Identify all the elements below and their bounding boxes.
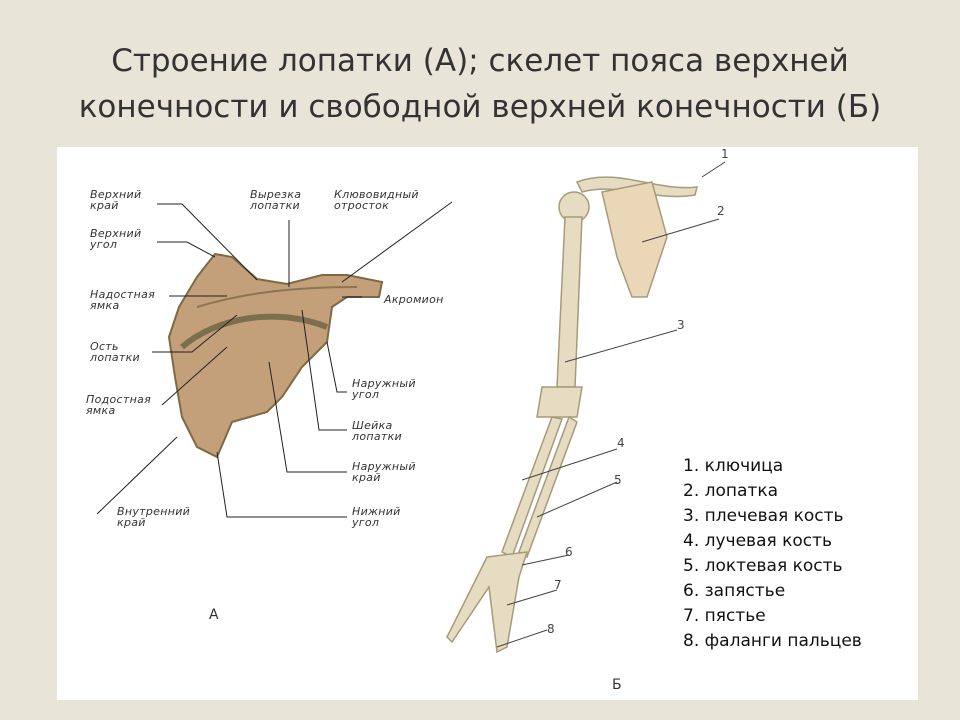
arm-number-7: 7 (554, 578, 562, 592)
hand-shape (446, 551, 529, 654)
label-scapular-notch: Вырезка лопатки (250, 188, 302, 212)
letter-b: Б (612, 677, 622, 693)
slide-title: Строение лопатки (А); скелет пояса верхн… (0, 38, 960, 130)
arm-number-3: 3 (677, 318, 685, 332)
scapula-b-shape (601, 181, 668, 298)
label-inferior-angle: Нижний угол (352, 505, 401, 529)
arm-number-8: 8 (547, 622, 555, 636)
title-line-2: конечности и свободной верхней конечност… (78, 89, 882, 125)
label-upper-border: Верхний край (90, 188, 142, 212)
label-upper-angle: Верхний угол (90, 227, 142, 251)
scapula-shape (167, 252, 384, 459)
legend-item: 1. ключица (683, 456, 784, 476)
label-acromion: Акромион (384, 293, 444, 306)
humerus-shape (556, 216, 583, 388)
legend-item: 5. локтевая кость (683, 556, 843, 576)
legend-item: 2. лопатка (683, 481, 779, 501)
bone-legend: 1. ключица 2. лопатка 3. плечевая кость … (683, 454, 862, 654)
label-coracoid-process: Клювовидный отросток (334, 188, 419, 212)
label-scapular-spine: Ость лопатки (90, 340, 140, 364)
label-supraspinous-fossa: Надостная ямка (90, 288, 156, 312)
legend-item: 3. плечевая кость (683, 506, 844, 526)
label-medial-border: Внутренний край (117, 505, 191, 529)
label-scapular-neck: Шейка лопатки (352, 419, 402, 443)
legend-item: 8. фаланги пальцев (683, 631, 862, 651)
arm-number-1: 1 (721, 147, 729, 161)
arm-number-2: 2 (717, 204, 725, 218)
anatomy-figure: Верхний край Верхний угол Надостная ямка… (57, 147, 918, 700)
arm-number-5: 5 (614, 473, 622, 487)
title-line-1: Строение лопатки (А); скелет пояса верхн… (111, 43, 849, 79)
arm-number-6: 6 (565, 545, 573, 559)
anatomy-drawing (96, 161, 726, 654)
label-lateral-angle: Наружный угол (352, 377, 416, 401)
legend-item: 4. лучевая кость (683, 531, 833, 551)
ulna-shape (518, 415, 578, 559)
label-infraspinous-fossa: Подостная ямка (86, 393, 152, 417)
arm-number-4: 4 (617, 436, 625, 450)
letter-a: А (209, 607, 219, 623)
label-lateral-border: Наружный край (352, 460, 416, 484)
legend-item: 6. запястье (683, 581, 786, 601)
legend-item: 7. пястье (683, 606, 766, 626)
